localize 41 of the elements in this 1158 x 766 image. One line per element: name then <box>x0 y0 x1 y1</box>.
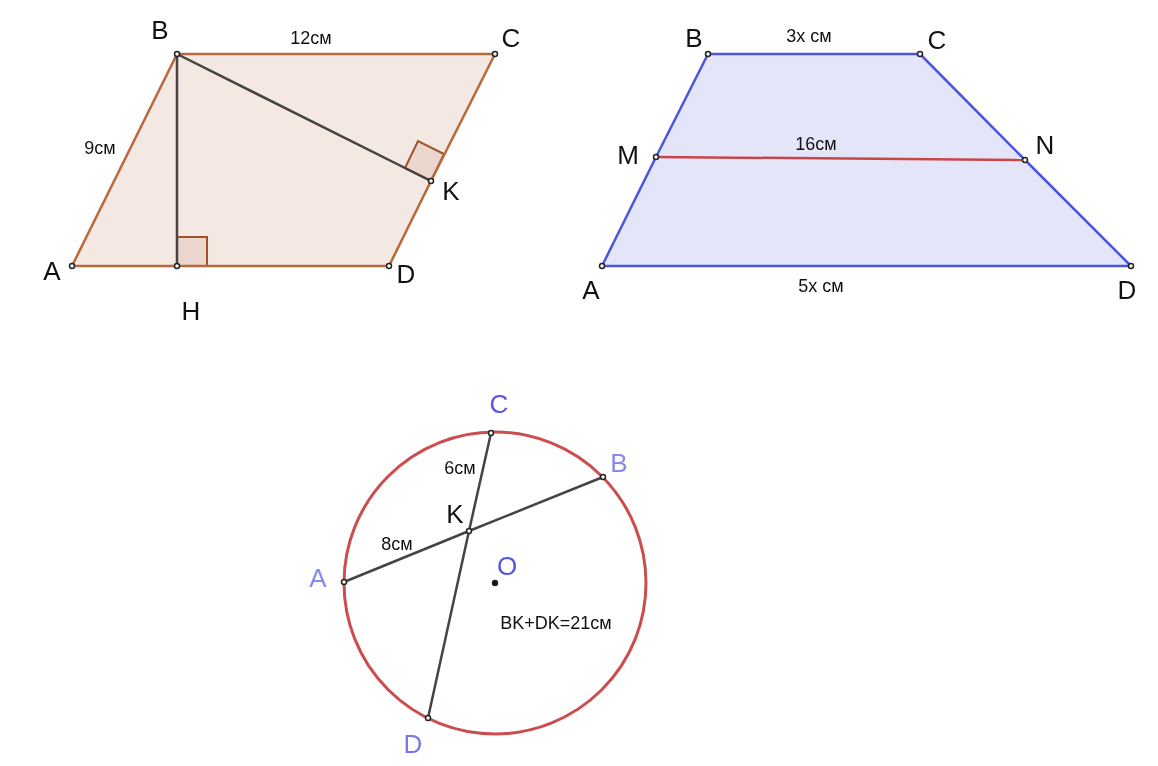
length-label: 16см <box>795 135 837 153</box>
line-segment <box>656 155 1025 162</box>
vertex-label: D <box>1117 277 1137 303</box>
line-segment <box>654 53 710 158</box>
vertex-label: C <box>489 391 509 417</box>
vertex-label: B <box>151 17 169 43</box>
vertex-label: N <box>1035 132 1055 158</box>
line-segment <box>919 53 1026 161</box>
line-segment <box>1024 159 1132 267</box>
vertex-label: B <box>610 450 628 476</box>
vertex-label: D <box>396 261 416 287</box>
vertex-label: K <box>442 178 460 204</box>
vertex-label: A <box>582 277 600 303</box>
line-segment <box>70 53 179 267</box>
line-segment <box>177 264 389 268</box>
vertex-label: K <box>446 501 464 527</box>
vertex-label: D <box>403 731 423 757</box>
line-segment <box>177 52 495 56</box>
vertex-label: A <box>309 565 327 591</box>
length-label: 5x см <box>798 277 844 295</box>
length-label: 9см <box>84 139 116 157</box>
vertex-label: C <box>927 27 947 53</box>
vertex-label: A <box>43 258 61 284</box>
length-label: 3x см <box>786 27 832 45</box>
note-text: BK+DK=21см <box>500 614 612 632</box>
vertex-label: C <box>501 25 521 51</box>
line-segment <box>708 52 920 56</box>
line-segment <box>175 54 179 266</box>
line-segment <box>602 264 1131 268</box>
length-label: 8см <box>381 535 413 553</box>
vertex-label: H <box>181 298 201 324</box>
line-segment <box>429 53 497 182</box>
vertex-label: M <box>617 142 639 168</box>
line-segment <box>176 52 432 183</box>
vertex-label: B <box>685 25 703 51</box>
line-segment <box>72 264 177 268</box>
vertex-label: O <box>496 553 518 579</box>
line-segment <box>387 180 433 267</box>
length-label: 12см <box>290 29 332 47</box>
line-segment <box>600 156 658 267</box>
length-label: 6см <box>444 459 476 477</box>
